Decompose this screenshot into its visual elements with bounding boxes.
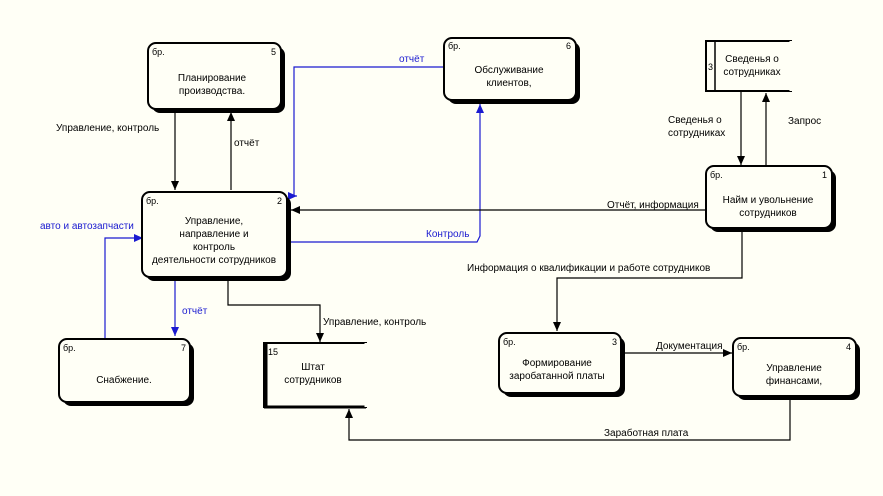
- process-4-label-2: финансами,: [766, 375, 822, 387]
- process-1-hiring[interactable]: бр. 1 Найм и увольнение сотрудников: [705, 165, 836, 232]
- flow-label-control-5: Управление, контроль: [56, 123, 159, 134]
- data-store-15-staff[interactable]: 15 Штат сотрудников: [263, 342, 368, 409]
- process-6-tag: бр.: [448, 41, 461, 51]
- process-2-tag: бр.: [146, 196, 159, 206]
- flow-label-report-6: отчёт: [399, 54, 425, 65]
- flow-line-control-2-to-6[interactable]: [287, 104, 484, 243]
- store-3-label-2: сотрудниках: [723, 67, 780, 78]
- flow-label-control-6: Контроль: [426, 229, 469, 240]
- process-7-label-1: Снабжение.: [96, 374, 152, 386]
- store-15-label-1: Штат: [301, 362, 325, 373]
- flow-label-s3-info-2: сотрудниках: [668, 128, 725, 139]
- process-3-label-2: заробатанной платы: [509, 370, 604, 382]
- process-6-number: 6: [566, 41, 571, 51]
- process-4-finance[interactable]: бр. 4 Управление финансами,: [732, 337, 860, 400]
- store-15-number: 15: [268, 347, 278, 357]
- process-5-planning[interactable]: бр. 5 Планирование производства.: [147, 42, 285, 113]
- process-1-label-1: Найм и увольнение: [723, 195, 814, 206]
- process-4-label-1: Управление: [766, 363, 822, 374]
- flow-label-docs: Документация: [656, 341, 723, 352]
- process-2-label-3: контроль: [193, 242, 235, 253]
- process-1-tag: бр.: [710, 170, 723, 180]
- process-7-tag: бр.: [63, 343, 76, 353]
- flow-label-qualif: Информация о квалификации и работе сотру…: [467, 262, 710, 274]
- process-6-label-1: Обслуживание: [474, 64, 543, 76]
- flow-label-info-1: Отчёт, информация: [607, 199, 699, 211]
- flow-line-report-6-to-2[interactable]: [288, 66, 444, 200]
- process-6-customer-service[interactable]: бр. 6 Обслуживание клиентов,: [443, 37, 580, 104]
- flow-label-salary: Заработная плата: [604, 427, 689, 439]
- process-2-label-1: Управление,: [185, 216, 243, 227]
- process-3-tag: бр.: [503, 337, 516, 347]
- data-store-3-employee-info[interactable]: 3 Сведенья о сотрудниках: [705, 40, 793, 92]
- process-1-label-2: сотрудников: [739, 208, 796, 219]
- process-3-payroll[interactable]: бр. 3 Формирование заробатанной платы: [498, 332, 625, 397]
- process-4-tag: бр.: [737, 342, 750, 352]
- process-2-number: 2: [277, 196, 282, 206]
- process-6-label-2: клиентов,: [486, 78, 531, 89]
- process-2-label-2: направление и: [179, 229, 248, 240]
- flow-line-qualif-1-to-3[interactable]: [553, 229, 743, 331]
- process-7-number: 7: [181, 343, 186, 353]
- store-15-label-2: сотрудников: [284, 375, 341, 386]
- process-7-supply[interactable]: бр. 7 Снабжение.: [58, 338, 194, 406]
- flow-line-control-2-to-15[interactable]: [227, 280, 324, 342]
- process-1-number: 1: [822, 170, 827, 180]
- flow-label-request: Запрос: [788, 116, 821, 127]
- process-3-label-1: Формирование: [522, 358, 592, 369]
- flow-label-control-15: Управление, контроль: [323, 317, 426, 328]
- process-2-management[interactable]: бр. 2 Управление, направление и контроль…: [141, 191, 291, 281]
- process-5-label-2: производства.: [179, 86, 245, 97]
- flow-line-parts-7-to-2[interactable]: [104, 234, 143, 338]
- flow-label-report-5: отчёт: [234, 138, 260, 149]
- flow-label-report-7: отчёт: [182, 306, 208, 317]
- process-5-number: 5: [271, 47, 276, 57]
- process-2-label-4: деятельности сотрудников: [152, 255, 276, 266]
- flow-line-salary-4-to-15[interactable]: [345, 396, 791, 441]
- store-3-label-1: Сведенья о: [725, 54, 779, 65]
- process-5-tag: бр.: [152, 47, 165, 57]
- flow-label-parts: авто и автозапчасти: [40, 221, 134, 232]
- process-5-label-1: Планирование: [178, 73, 247, 84]
- flow-label-s3-info-1: Сведенья о: [668, 115, 722, 126]
- process-4-number: 4: [846, 342, 851, 352]
- process-3-number: 3: [612, 337, 617, 347]
- store-3-number: 3: [708, 62, 713, 72]
